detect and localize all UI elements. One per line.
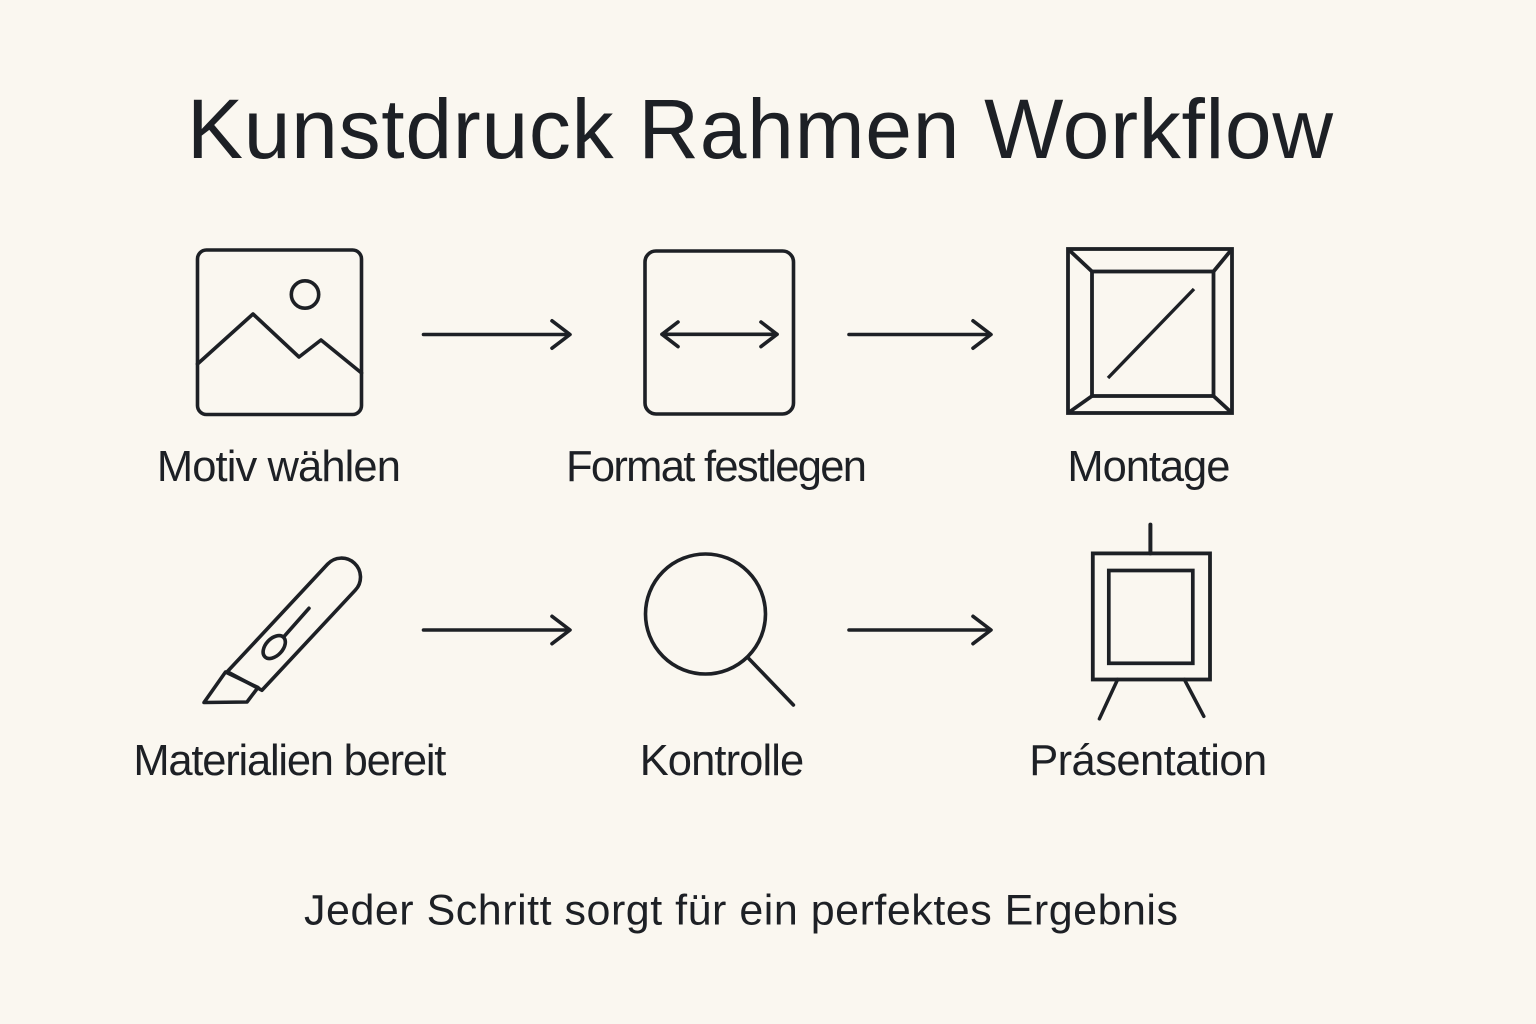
svg-text:Materialien bereit: Materialien bereit bbox=[133, 737, 446, 785]
svg-text:Kontrolle: Kontrolle bbox=[640, 737, 805, 785]
svg-text:Prásentation: Prásentation bbox=[1029, 737, 1267, 785]
svg-text:Jeder Schritt sorgt für ein pe: Jeder Schritt sorgt für ein perfektes Er… bbox=[304, 887, 1178, 935]
svg-text:Kunstdruck Rahmen Workflow: Kunstdruck Rahmen Workflow bbox=[187, 82, 1333, 176]
svg-text:Format festlegen: Format festlegen bbox=[566, 443, 867, 491]
svg-text:Motiv wählen: Motiv wählen bbox=[157, 443, 401, 491]
svg-text:Montage: Montage bbox=[1067, 443, 1230, 491]
